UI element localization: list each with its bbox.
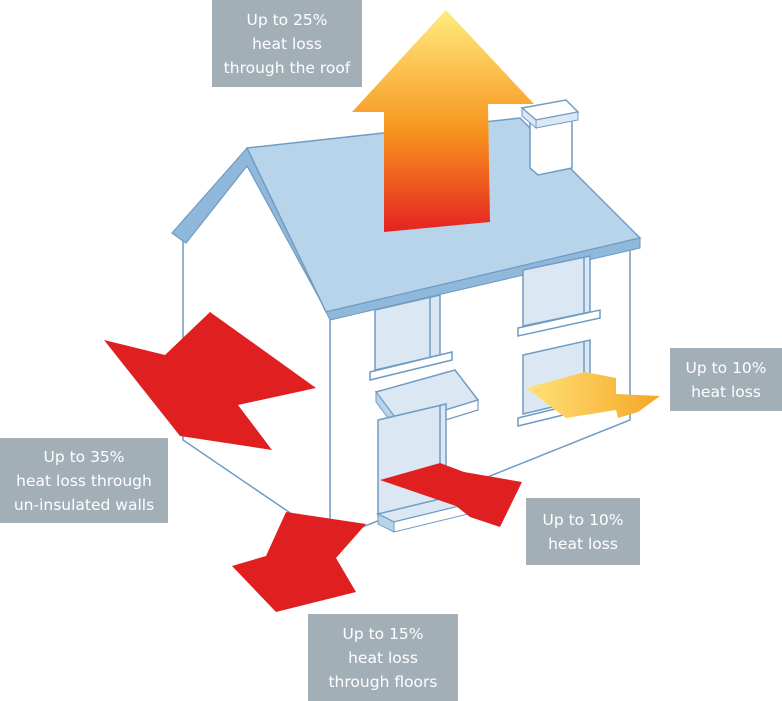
arrow-left-icon	[104, 312, 316, 450]
callout-windows: Up to 10% heat loss	[670, 348, 782, 411]
callout-floors: Up to 15% heat loss through floors	[308, 614, 458, 701]
arrow-down-left-icon	[232, 512, 366, 612]
roof-eave	[325, 237, 641, 321]
arrow-right-icon	[526, 372, 660, 418]
callout-floors-line-1: Up to 15%	[342, 624, 424, 643]
callout-roof-line-3: through the roof	[223, 58, 351, 77]
callout-draughts-line-1: Up to 10%	[542, 510, 624, 529]
callout-draughts-line-2: heat loss	[548, 534, 618, 553]
callout-walls-line-2: heat loss through	[16, 471, 152, 490]
callout-windows-line-1: Up to 10%	[685, 358, 767, 377]
arrow-right-icon	[380, 463, 522, 527]
callout-roof-line-1: Up to 25%	[246, 10, 328, 29]
callout-windows-line-2: heat loss	[691, 382, 761, 401]
chimney-cap-side	[535, 111, 579, 129]
window-upper-left-sill	[369, 351, 453, 381]
callout-floors-line-3: through floors	[328, 672, 438, 691]
arrow-up-icon	[352, 10, 534, 232]
callout-walls-line-3: un-insulated walls	[13, 495, 155, 514]
callout-draughts: Up to 10% heat loss	[526, 498, 640, 565]
callout-floors-line-2: heat loss	[348, 648, 418, 667]
callout-roof: Up to 25% heat loss through the roof	[212, 0, 362, 87]
callout-walls-line-1: Up to 35%	[43, 447, 125, 466]
callout-roof-line-2: heat loss	[252, 34, 322, 53]
callout-walls: Up to 35% heat loss through un-insulated…	[0, 438, 168, 523]
window-upper-right-sill	[517, 309, 601, 337]
